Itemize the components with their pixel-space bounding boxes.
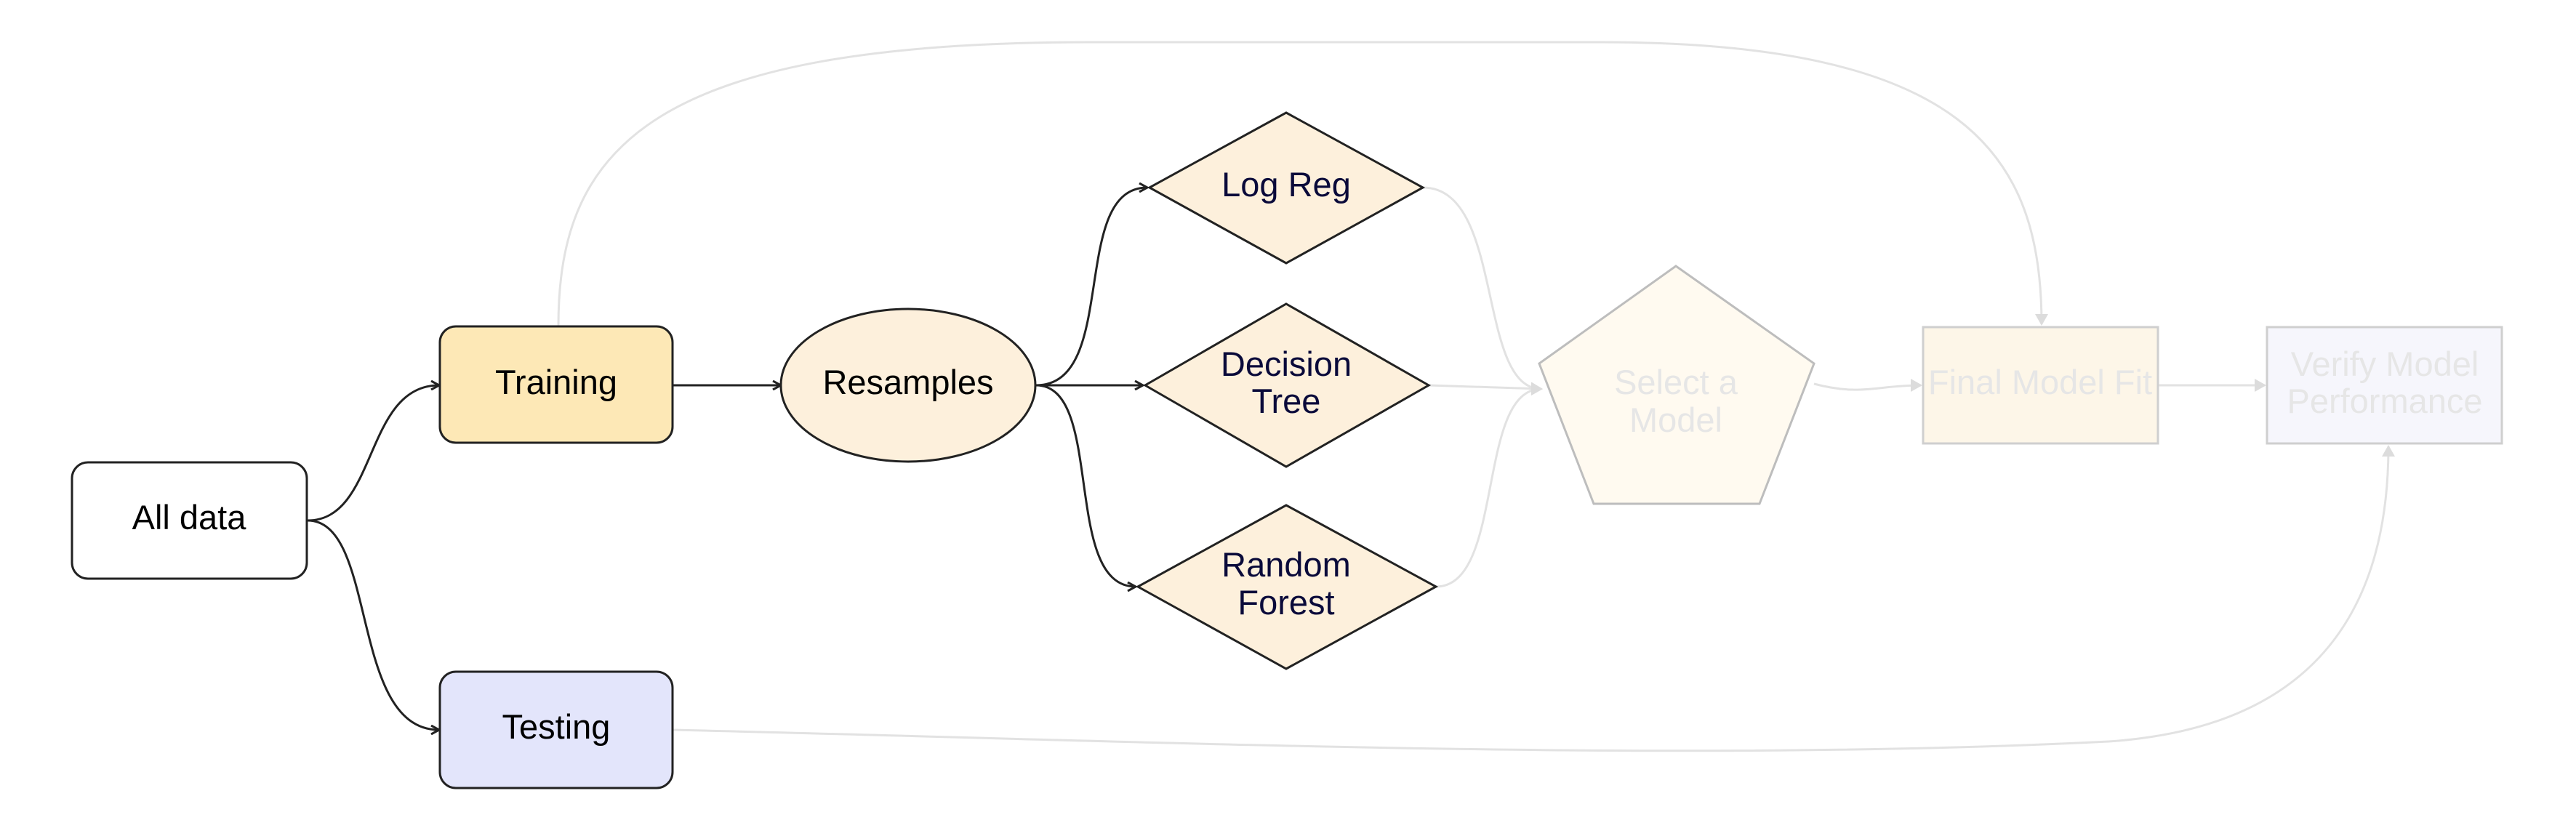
- edge-resamples-to-logreg: [1035, 188, 1147, 387]
- training-label: Training: [495, 363, 617, 401]
- edge-tree-to-select: [1428, 382, 1543, 395]
- testing-label: Testing: [502, 707, 611, 746]
- node-training: Training: [438, 325, 674, 444]
- faded-edges: [557, 41, 2395, 752]
- node-all-data: All data: [71, 461, 308, 580]
- svg-text:Random: Random: [1221, 545, 1351, 584]
- verify-label-line2: Performance: [2287, 382, 2482, 420]
- edge-resamples-to-forest: [1035, 384, 1136, 587]
- edge-alldata-to-training: [307, 385, 439, 522]
- svg-text:Performance: Performance: [2287, 382, 2482, 420]
- edge-select-to-final-fit: [1813, 379, 1922, 393]
- node-testing: Testing: [438, 670, 674, 789]
- svg-text:Model: Model: [1629, 401, 1722, 439]
- svg-text:Verify Model: Verify Model: [2291, 345, 2479, 383]
- node-final-model-fit: Final Model Fit: [1922, 326, 2159, 445]
- select-model-label-line2: Model: [1629, 401, 1722, 439]
- log-reg-label: Log Reg: [1221, 165, 1351, 204]
- svg-text:Log Reg: Log Reg: [1221, 165, 1351, 204]
- svg-text:Tree: Tree: [1252, 382, 1321, 420]
- svg-text:Decision: Decision: [1221, 345, 1352, 383]
- node-decision-tree: Decision Tree: [1142, 302, 1432, 468]
- random-forest-label-line2: Forest: [1237, 583, 1334, 622]
- decision-tree-label-line1: Decision: [1221, 345, 1352, 383]
- active-edges: [307, 188, 1147, 730]
- select-model-label-line1: Select a: [1614, 363, 1738, 401]
- node-verify-performance: Verify Model Performance: [2266, 326, 2503, 445]
- all-data-label: All data: [132, 498, 247, 536]
- node-random-forest: Random Forest: [1135, 504, 1439, 670]
- edge-forest-to-select: [1435, 382, 1543, 588]
- final-model-fit-label: Final Model Fit: [1928, 363, 2152, 401]
- verify-label-line1: Verify Model: [2291, 345, 2479, 383]
- random-forest-label-line1: Random: [1221, 545, 1351, 584]
- resamples-label: Resamples: [822, 363, 993, 401]
- edge-testing-to-verify: [673, 445, 2395, 752]
- svg-text:Forest: Forest: [1237, 583, 1334, 622]
- svg-text:Select a: Select a: [1614, 363, 1738, 401]
- svg-text:Training: Training: [495, 363, 617, 401]
- node-log-reg: Log Reg: [1147, 111, 1426, 265]
- svg-text:Final Model Fit: Final Model Fit: [1928, 363, 2152, 401]
- node-resamples: Resamples: [779, 308, 1037, 463]
- edge-training-to-final-fit: [557, 41, 2048, 326]
- edge-logreg-to-select: [1422, 186, 1543, 395]
- svg-text:Testing: Testing: [502, 707, 611, 746]
- svg-text:Resamples: Resamples: [822, 363, 993, 401]
- decision-tree-label-line2: Tree: [1252, 382, 1321, 420]
- edge-alldata-to-testing: [307, 519, 439, 730]
- node-select-model: Select a Model: [1538, 265, 1815, 505]
- svg-text:All data: All data: [132, 498, 247, 536]
